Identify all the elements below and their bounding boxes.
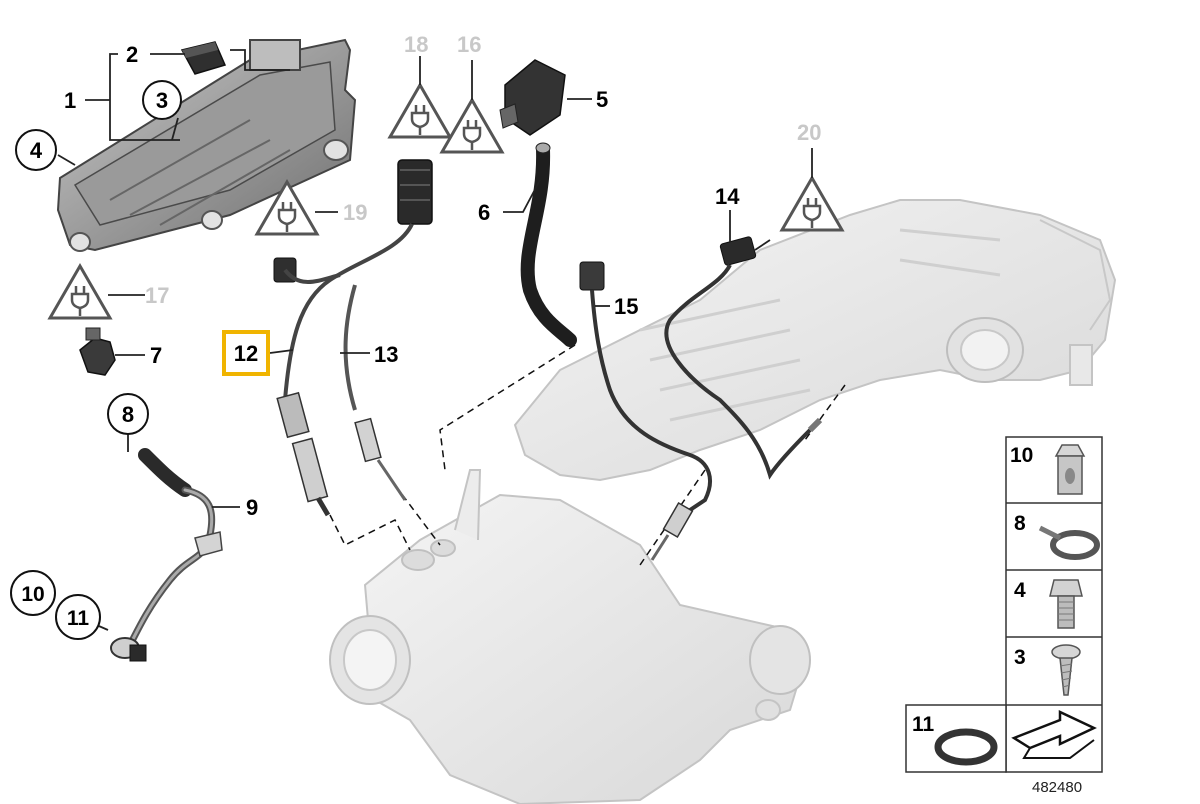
callout-20[interactable]: 20: [797, 120, 821, 145]
legend-number-10: 10: [1010, 444, 1033, 467]
callout-11[interactable]: 11: [67, 607, 90, 630]
callout-16[interactable]: 16: [457, 32, 481, 57]
diagram-number: 482480: [1032, 779, 1082, 796]
callout-7[interactable]: 7: [150, 343, 162, 368]
legend-item-3[interactable]: 3: [1014, 644, 1081, 696]
callout-1[interactable]: 1: [64, 88, 76, 113]
callout-13[interactable]: 13: [374, 342, 398, 367]
callout-17[interactable]: 17: [145, 283, 169, 308]
particulate-filter-ghost: [329, 469, 811, 804]
arrow-direction-icon: [1011, 710, 1097, 759]
callout-10-circle: [10, 570, 56, 616]
callout-11-circle: [55, 594, 101, 640]
warning-sign-18-icon: [388, 83, 452, 139]
callout-3-circle: [142, 80, 182, 120]
callout-12[interactable]: 12: [234, 341, 258, 366]
legend-item-4[interactable]: 4: [1014, 579, 1083, 629]
hardware-legend: 10 8 4 3: [905, 436, 1103, 773]
callout-18[interactable]: 18: [404, 32, 428, 57]
pressure-pipe[interactable]: [110, 486, 223, 662]
warning-sign-17-icon: [48, 264, 112, 320]
legend-number-8: 8: [1014, 512, 1026, 535]
callout-3[interactable]: 3: [156, 88, 168, 113]
pressure-converter[interactable]: [499, 59, 566, 136]
rubber-grommet[interactable]: [180, 41, 227, 75]
highlight-box: [222, 330, 270, 376]
callout-4[interactable]: 4: [30, 138, 43, 163]
callout-15[interactable]: 15: [614, 294, 638, 319]
o-ring-icon: [934, 728, 998, 766]
oxygen-sensor[interactable]: [276, 223, 414, 517]
callout-4-circle: [15, 129, 57, 171]
legend-number-3: 3: [1014, 646, 1026, 669]
callout-14[interactable]: 14: [715, 184, 740, 209]
torx-screw-icon: [1051, 644, 1081, 696]
temperature-sensor-14[interactable]: [664, 236, 823, 480]
mounting-bracket[interactable]: [56, 38, 357, 252]
callout-8-circle: [107, 393, 149, 435]
intake-manifold-ghost: [513, 199, 1117, 482]
hex-bolt-icon: [1049, 579, 1083, 629]
legend-number-4: 4: [1014, 579, 1026, 602]
callout-labels: 2 1 3 4 5 6 7 8 9 10 11 12 13 14 15 16 1…: [10, 32, 821, 640]
callout-19[interactable]: 19: [343, 200, 367, 225]
temperature-sensor-15[interactable]: [579, 261, 712, 561]
legend-item-10[interactable]: 10: [1010, 444, 1086, 495]
callout-10[interactable]: 10: [21, 583, 44, 606]
callout-8[interactable]: 8: [122, 402, 134, 427]
legend-number-11: 11: [912, 713, 935, 736]
warning-sign-20-icon: [780, 176, 844, 232]
warning-sign-16-icon: [440, 98, 504, 154]
vacuum-hose[interactable]: [520, 142, 577, 347]
legend-item-11[interactable]: 11: [912, 713, 998, 766]
pressure-sensor[interactable]: [79, 327, 116, 376]
callout-5[interactable]: 5: [596, 87, 608, 112]
callout-6[interactable]: 6: [478, 200, 490, 225]
legend-item-8[interactable]: 8: [1014, 512, 1100, 560]
exhaust-temperature-sensor[interactable]: [343, 284, 407, 501]
callout-2[interactable]: 2: [126, 42, 138, 67]
banjo-bolt-icon: [1054, 444, 1086, 495]
hose-clamp-icon: [1038, 525, 1100, 560]
hose[interactable]: [138, 448, 192, 497]
callout-9[interactable]: 9: [246, 495, 258, 520]
